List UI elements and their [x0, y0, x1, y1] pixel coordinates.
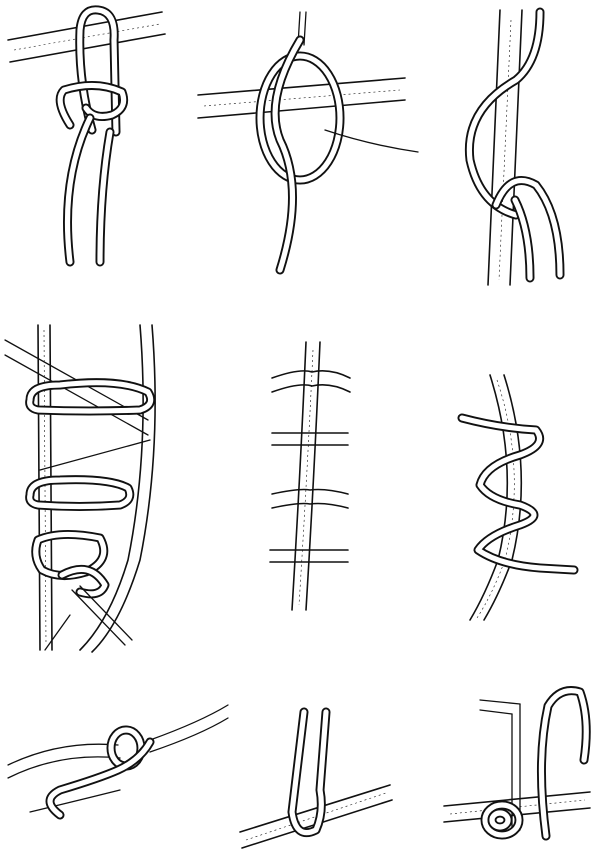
figure-ladder-rungs	[270, 342, 350, 610]
figure-loop-over-rod	[8, 10, 165, 262]
figure-crisscross-lashing	[5, 325, 155, 652]
figure-ring-hitch-horizontal	[8, 705, 228, 815]
figure-round-turn-hook	[444, 691, 590, 836]
figure-spiral-wrap	[462, 375, 574, 620]
figure-half-hitch-vertical	[469, 10, 560, 285]
figure-bight-over-rod	[240, 712, 392, 848]
figure-loop-through-ring	[198, 12, 418, 270]
